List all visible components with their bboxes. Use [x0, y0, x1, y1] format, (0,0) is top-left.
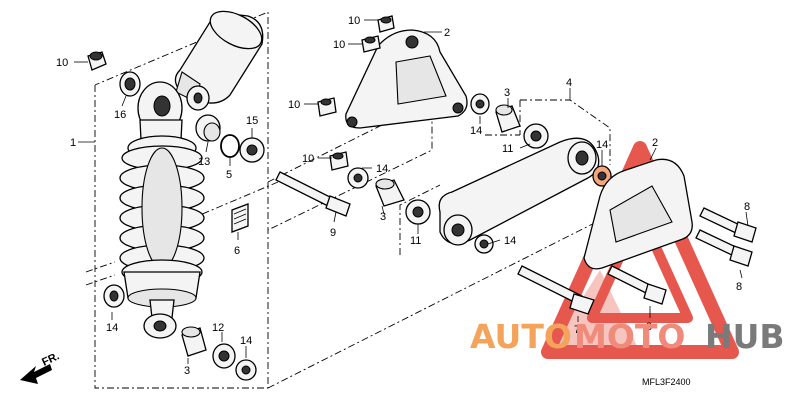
watermark-moto: MOTO	[574, 317, 685, 356]
watermark-hub: HUB	[705, 317, 785, 356]
callout-10: 10	[302, 153, 314, 165]
callout-10: 10	[56, 57, 68, 69]
callout-10: 10	[348, 15, 360, 27]
callout-3: 3	[504, 87, 510, 99]
callout-3: 3	[380, 211, 386, 223]
callout-15: 15	[246, 115, 258, 127]
callout-12: 12	[212, 322, 224, 334]
callout-7: 7	[574, 324, 580, 336]
front-label: FR.	[40, 350, 61, 368]
watermark-text: AUTO MOTO HUB	[470, 317, 785, 356]
callout-13: 13	[198, 156, 210, 168]
callout-2: 2	[652, 137, 658, 149]
diagram-code: MFL3F2400	[642, 377, 691, 387]
callout-8: 8	[736, 281, 742, 293]
callout-3: 3	[184, 365, 190, 377]
callout-8: 8	[744, 201, 750, 213]
link-arm	[438, 137, 612, 254]
front-direction-arrow: FR.	[20, 350, 61, 384]
shock-small-parts	[87, 51, 265, 381]
shock-spring	[119, 145, 205, 272]
rear-shock-absorber	[119, 10, 264, 339]
callout-11: 11	[410, 235, 421, 247]
callout-4: 4	[566, 77, 572, 89]
callout-2: 2	[444, 27, 450, 39]
callout-9: 9	[330, 227, 336, 239]
bolt-9	[275, 171, 351, 217]
link-middle-parts	[347, 93, 549, 225]
leader-lines	[74, 19, 749, 364]
watermark-auto: AUTO	[470, 317, 572, 356]
assembly-frames	[85, 11, 641, 389]
right-link-bracket	[583, 158, 693, 270]
callout-1: 1	[70, 137, 76, 149]
bolts-right	[517, 207, 757, 315]
callout-10: 10	[333, 39, 345, 51]
callout-14: 14	[596, 139, 608, 151]
callout-14: 14	[240, 335, 252, 347]
callout-6: 6	[234, 245, 240, 257]
callout-14: 14	[470, 125, 482, 137]
callout-16: 16	[114, 109, 126, 121]
callout-10: 10	[288, 99, 300, 111]
upper-link-bracket	[317, 15, 468, 171]
callout-14: 14	[376, 163, 388, 175]
callout-11: 11	[502, 143, 513, 155]
callout-labels: 10 16 1 13 5 15 6 14 3 12 14 10 10 2 10 …	[56, 15, 750, 377]
callout-14: 14	[106, 322, 118, 334]
callout-5: 5	[226, 169, 232, 181]
callout-8: 8	[646, 321, 652, 333]
callout-14: 14	[504, 235, 516, 247]
